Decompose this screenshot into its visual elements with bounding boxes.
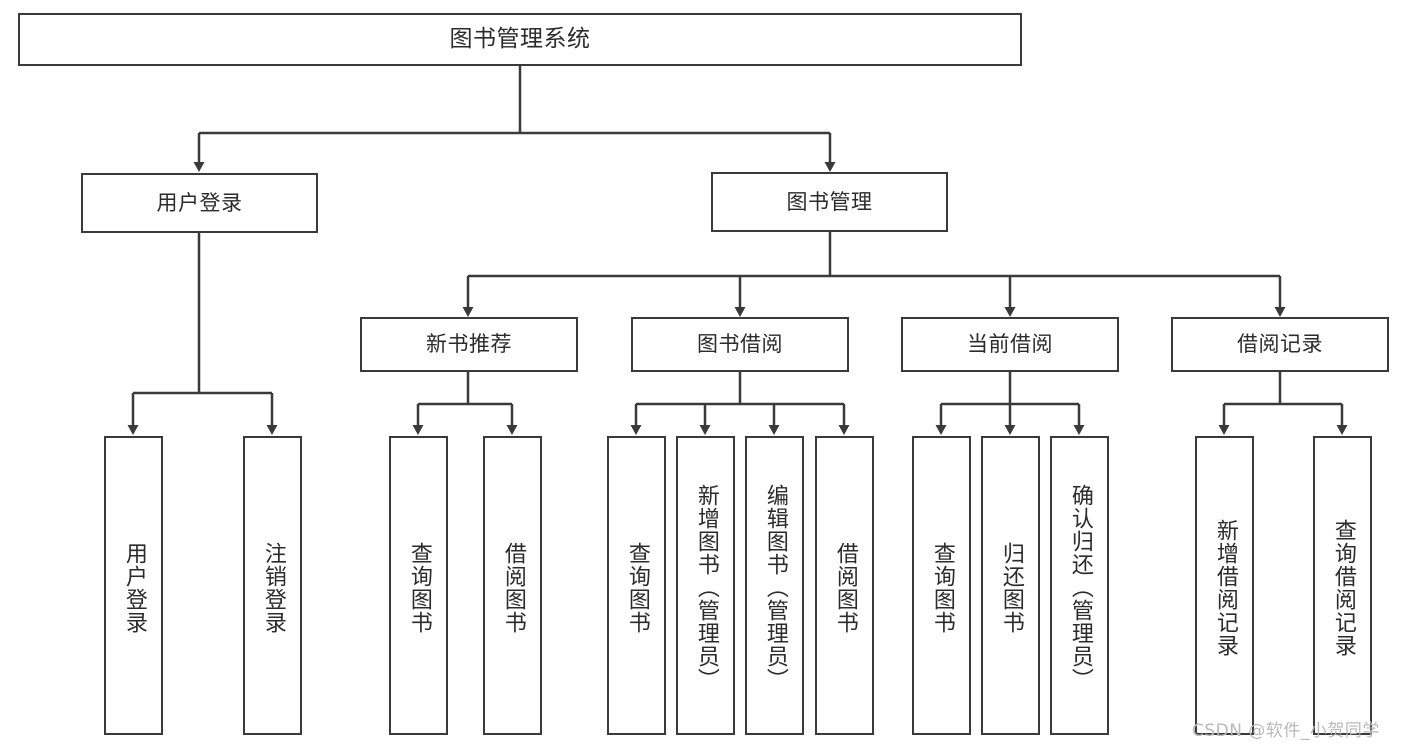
node-label: 新增图书（管理员） [693, 484, 719, 691]
node-label: 用户登录 [156, 190, 243, 215]
leaf-return-book[interactable]: 归还图书 [981, 436, 1040, 735]
leaf-confirm-return-admin[interactable]: 确认归还（管理员） [1050, 436, 1109, 735]
leaf-user-logout[interactable]: 注销登录 [243, 436, 302, 735]
node-label: 确认归还（管理员） [1067, 484, 1093, 691]
csdn-watermark: CSDN @软件_小贺同学 [1192, 721, 1380, 741]
leaf-add-borrow-record[interactable]: 新增借阅记录 [1195, 436, 1254, 735]
node-label: 借阅记录 [1237, 332, 1323, 356]
leaf-edit-book-admin[interactable]: 编辑图书（管理员） [745, 436, 804, 735]
node-label: 查询图书 [929, 541, 955, 634]
node-label: 借阅图书 [832, 541, 858, 634]
node-label: 用户登录 [121, 541, 147, 634]
leaf-borrow-book[interactable]: 借阅图书 [815, 436, 874, 735]
node-user-login[interactable]: 用户登录 [81, 173, 318, 233]
node-book-borrow[interactable]: 图书借阅 [631, 317, 849, 372]
node-label: 归还图书 [998, 541, 1024, 634]
node-label: 编辑图书（管理员） [762, 484, 788, 691]
node-label: 查询图书 [406, 541, 432, 634]
node-current-borrow[interactable]: 当前借阅 [901, 317, 1119, 372]
leaf-query-book-borrow[interactable]: 查询图书 [607, 436, 666, 735]
node-label: 图书借阅 [697, 332, 783, 356]
leaf-query-borrow-record[interactable]: 查询借阅记录 [1313, 436, 1372, 735]
leaf-add-book-admin[interactable]: 新增图书（管理员） [676, 436, 735, 735]
node-label: 图书管理 [786, 189, 873, 214]
node-label: 新书推荐 [426, 332, 512, 356]
node-borrow-record[interactable]: 借阅记录 [1171, 317, 1389, 372]
leaf-query-book-current[interactable]: 查询图书 [912, 436, 971, 735]
node-book-management[interactable]: 图书管理 [711, 172, 948, 232]
node-label: 注销登录 [260, 541, 286, 634]
node-label: 查询图书 [624, 541, 650, 634]
node-label: 图书管理系统 [449, 26, 591, 52]
node-new-book-recommend[interactable]: 新书推荐 [360, 317, 578, 372]
node-label: 新增借阅记录 [1212, 518, 1238, 657]
node-label: 当前借阅 [967, 332, 1053, 356]
node-label: 查询借阅记录 [1330, 518, 1356, 657]
leaf-user-login[interactable]: 用户登录 [104, 436, 163, 735]
leaf-borrow-book-recommend[interactable]: 借阅图书 [483, 436, 542, 735]
node-root-system[interactable]: 图书管理系统 [18, 13, 1022, 66]
node-label: 借阅图书 [500, 541, 526, 634]
leaf-query-book-recommend[interactable]: 查询图书 [389, 436, 448, 735]
